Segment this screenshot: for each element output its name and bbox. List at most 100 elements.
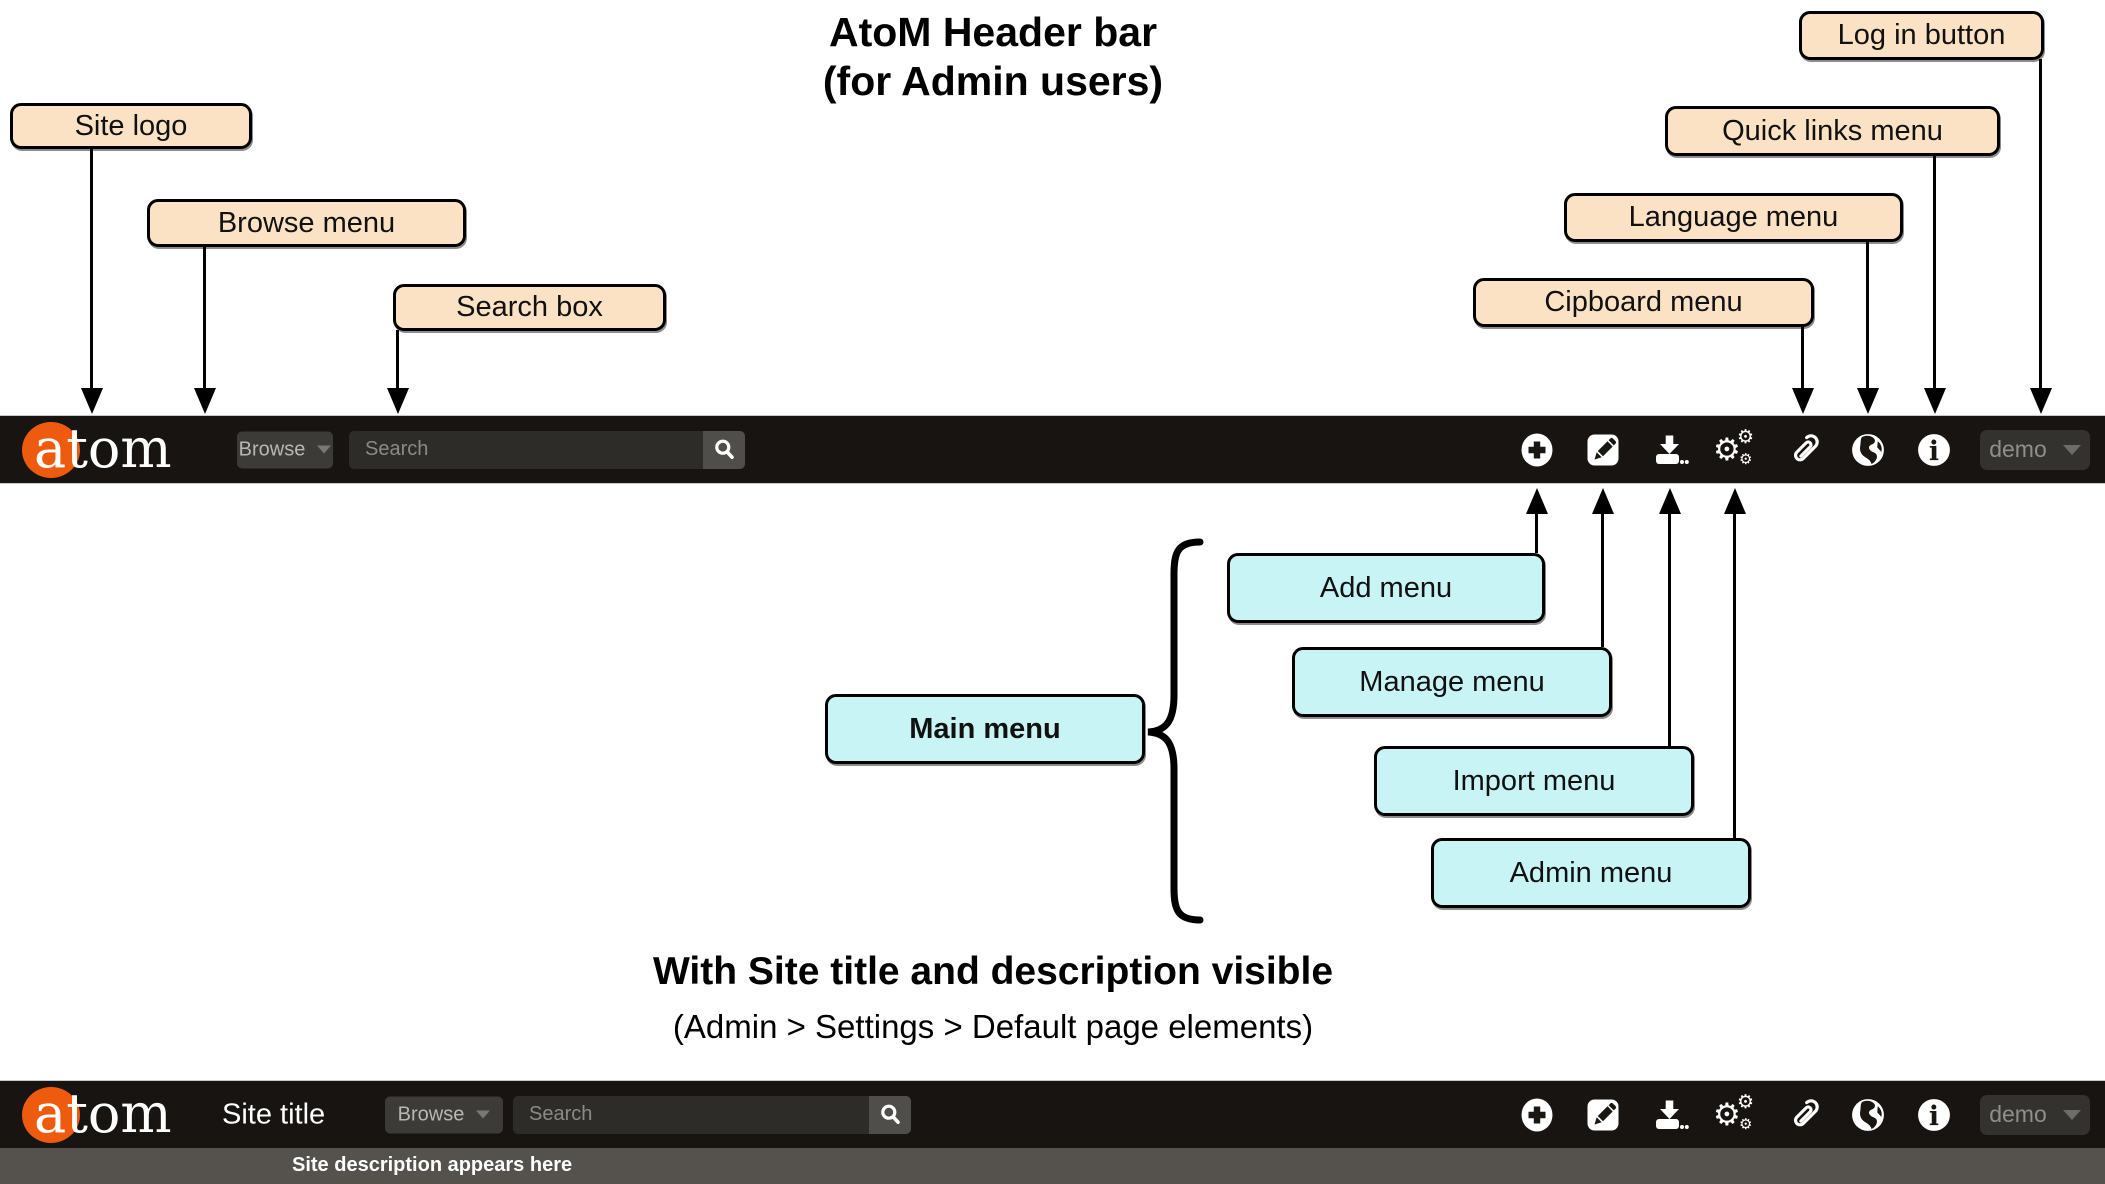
callout-search-box-label: Search box — [456, 291, 603, 323]
atom-logo-orange-circle — [22, 421, 80, 478]
arrow-browse-head — [194, 388, 216, 414]
atom-logo-text: atom — [34, 416, 172, 480]
add-menu-button[interactable] — [1520, 432, 1554, 468]
browse-menu-label: Browse — [397, 1103, 465, 1125]
arrow-manage-head — [1592, 488, 1614, 514]
log-in-user-button[interactable]: demo — [1980, 429, 2090, 470]
search-button[interactable] — [703, 430, 745, 469]
import-menu-button[interactable] — [1651, 1098, 1690, 1132]
arrow-add-line — [1535, 512, 1538, 553]
header-bar-admin: atom Browse — [0, 416, 2105, 483]
section2-subtitle: (Admin > Settings > Default page element… — [672, 1008, 1314, 1045]
arrow-search-line — [396, 330, 399, 390]
arrow-site-logo-head — [81, 388, 103, 414]
callout-quick-links-menu-label: Quick links menu — [1722, 114, 1943, 147]
add-menu-button[interactable] — [1520, 1097, 1554, 1133]
site-title[interactable]: Site title — [222, 1098, 326, 1130]
atom-logo-orange-circle — [22, 1086, 80, 1143]
language-globe-icon — [1852, 1098, 1884, 1131]
arrow-language-head — [1857, 388, 1879, 414]
callout-site-logo-label: Site logo — [74, 109, 188, 142]
clipboard-paperclip-icon — [1794, 1098, 1819, 1126]
page-title-line1: AtoM Header bar — [828, 9, 1158, 55]
manage-menu-button[interactable] — [1586, 432, 1620, 468]
callout-main-menu: Main menu — [825, 694, 1145, 764]
arrow-admin-head — [1724, 488, 1746, 514]
clipboard-menu-button[interactable] — [1783, 1095, 1823, 1135]
site-logo[interactable]: atom — [22, 416, 196, 481]
browse-menu-button[interactable]: Browse — [385, 1096, 503, 1133]
clipboard-menu-button[interactable] — [1783, 430, 1823, 470]
svg-text:i: i — [1929, 1100, 1939, 1131]
search-input[interactable] — [349, 429, 703, 470]
callout-browse-menu: Browse menu — [147, 199, 466, 247]
callout-browse-menu-label: Browse menu — [217, 206, 396, 239]
admin-gears-icon: ⚙⚙⚙ — [1713, 1090, 1755, 1133]
admin-gears-icon: ⚙⚙⚙ — [1713, 425, 1755, 468]
chevron-down-icon — [476, 1110, 491, 1119]
import-menu-button[interactable] — [1651, 433, 1690, 467]
callout-main-menu-label: Main menu — [909, 712, 1061, 745]
quick-links-info-icon: i — [1918, 1098, 1950, 1131]
arrow-site-logo-line — [90, 148, 93, 390]
log-in-user-button[interactable]: demo — [1980, 1094, 2090, 1135]
chevron-down-icon — [317, 445, 332, 454]
callout-quick-links-menu: Quick links menu — [1665, 106, 2000, 156]
header-bar-with-title: atom Site title Browse — [0, 1081, 2105, 1148]
page-title-line2: (for Admin users) — [822, 58, 1164, 104]
callout-add-menu-label: Add menu — [1319, 571, 1453, 604]
user-label: demo — [1989, 1101, 2047, 1127]
edit-icon — [1587, 1099, 1619, 1130]
add-icon — [1521, 433, 1553, 466]
arrow-browse-line — [203, 246, 206, 390]
clipboard-paperclip-icon — [1794, 433, 1819, 461]
callout-add-menu: Add menu — [1227, 553, 1545, 623]
browse-menu-button[interactable]: Browse — [237, 431, 333, 468]
arrow-clipboard-line — [1801, 326, 1804, 390]
site-logo[interactable]: atom — [22, 1081, 196, 1146]
quick-links-menu-button[interactable]: i — [1916, 1096, 1953, 1133]
section2-title: With Site title and description visible — [652, 950, 1334, 993]
language-menu-button[interactable] — [1850, 431, 1887, 468]
callout-site-logo: Site logo — [10, 103, 252, 149]
arrow-manage-line — [1601, 512, 1604, 647]
chevron-down-icon — [2062, 444, 2081, 455]
callout-admin-menu-label: Admin menu — [1509, 856, 1673, 889]
chevron-down-icon — [2062, 1109, 2081, 1120]
callout-import-menu: Import menu — [1374, 746, 1694, 816]
arrow-admin-line — [1733, 512, 1736, 838]
svg-text:i: i — [1929, 435, 1939, 466]
search-icon — [880, 1104, 900, 1124]
callout-log-in-button: Log in button — [1799, 11, 2044, 60]
arrow-import-head — [1659, 488, 1681, 514]
arrow-log-in-line — [2039, 59, 2042, 390]
atom-logo-text: atom — [34, 1081, 172, 1145]
language-menu-button[interactable] — [1850, 1096, 1887, 1133]
page-title: AtoM Header bar (for Admin users) — [398, 8, 1588, 106]
arrow-add-head — [1526, 488, 1548, 514]
search-box — [513, 1094, 911, 1135]
quick-links-info-icon: i — [1918, 433, 1950, 466]
edit-icon — [1587, 434, 1619, 465]
search-input[interactable] — [513, 1094, 869, 1135]
arrow-quick-links-line — [1933, 155, 1936, 390]
callout-import-menu-label: Import menu — [1452, 764, 1616, 797]
callout-admin-menu: Admin menu — [1431, 838, 1751, 908]
main-menu-brace — [1147, 538, 1204, 924]
quick-links-menu-button[interactable]: i — [1916, 431, 1953, 468]
manage-menu-button[interactable] — [1586, 1097, 1620, 1133]
admin-menu-button[interactable]: ⚙⚙⚙ — [1713, 1090, 1757, 1137]
callout-manage-menu: Manage menu — [1292, 647, 1612, 717]
admin-menu-button[interactable]: ⚙⚙⚙ — [1713, 425, 1757, 472]
search-icon — [714, 439, 734, 459]
site-description: Site description appears here — [292, 1154, 573, 1176]
callout-search-box: Search box — [393, 284, 666, 331]
search-button[interactable] — [869, 1095, 911, 1134]
language-globe-icon — [1852, 433, 1884, 466]
site-description-bar: Site description appears here — [0, 1148, 2105, 1184]
import-icon — [1656, 435, 1689, 464]
browse-menu-label: Browse — [238, 438, 306, 460]
callout-manage-menu-label: Manage menu — [1359, 665, 1545, 698]
import-icon — [1656, 1100, 1689, 1129]
